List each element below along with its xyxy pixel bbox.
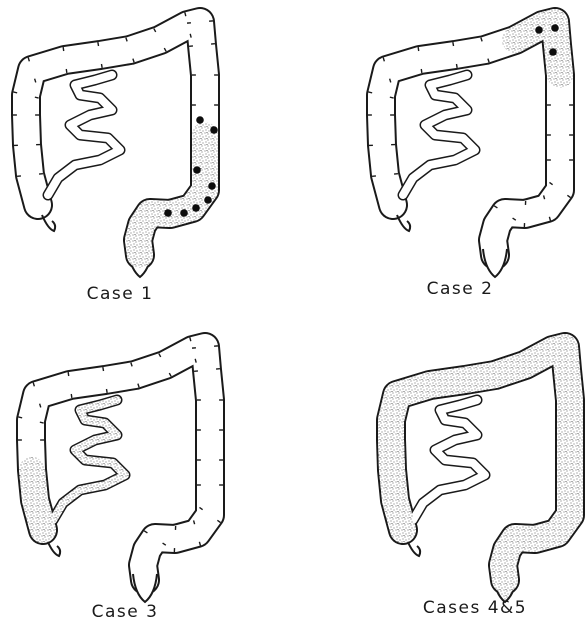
appendix-case-2	[397, 215, 410, 231]
colon-outline-case-3	[18, 337, 223, 602]
lesion-dot	[210, 126, 218, 134]
lesion-dot	[208, 182, 216, 190]
colon-outline-case-2	[368, 12, 573, 277]
colon-drawing-case-2	[355, 0, 587, 300]
shaded-region-case-1	[138, 135, 205, 255]
lesion-dot	[535, 26, 543, 34]
lesion-dot	[180, 209, 188, 217]
lesion-dot	[164, 209, 172, 217]
colon-drawing-case-1	[0, 0, 250, 300]
colon-outline-case-1	[13, 12, 218, 277]
appendix-case-3	[47, 540, 60, 556]
lesion-dot	[551, 24, 559, 32]
caption-case-3: Case 3	[15, 602, 235, 622]
lesion-dot	[193, 166, 201, 174]
colon-drawing-case-3	[5, 325, 255, 625]
lesion-dot	[192, 204, 200, 212]
rectum-case-2	[483, 249, 507, 277]
rectum-case-3	[133, 574, 157, 602]
appendix-case-1	[42, 215, 55, 231]
colon-drawing-cases-4-5	[365, 325, 587, 625]
caption-case-2: Case 2	[350, 279, 570, 299]
lesion-dot	[196, 116, 204, 124]
stippled-segment-case-1	[138, 135, 205, 255]
lesion-dot	[204, 196, 212, 204]
stippled-segment-case-3	[32, 470, 43, 530]
caption-cases-4-5: Cases 4&5	[365, 598, 585, 618]
appendix-cases-4-5	[407, 540, 420, 556]
shaded-region-case-3	[32, 470, 43, 530]
caption-case-1: Case 1	[10, 284, 230, 304]
lesion-dot	[549, 48, 557, 56]
